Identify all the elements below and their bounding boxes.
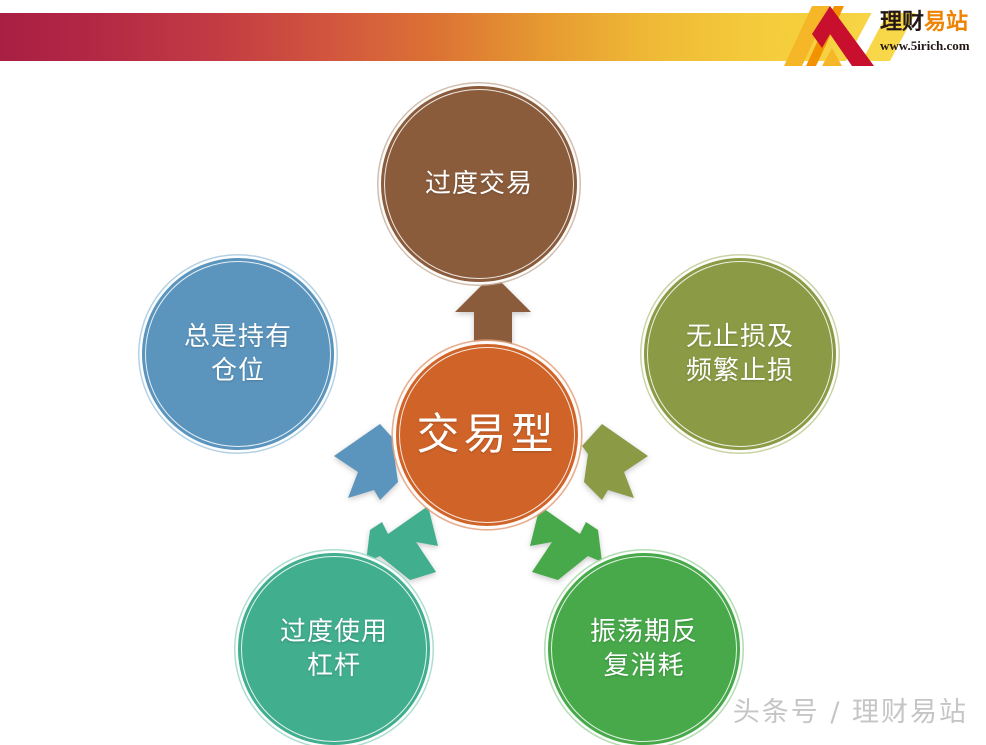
header-band: 理财易站 www.5irich.com [0, 0, 986, 72]
node-bottom-right-label-line1: 振荡期反 [589, 616, 698, 647]
node-center-label: 交易型 [416, 409, 558, 460]
node-left-label: 总是持有 仓位 [178, 320, 298, 389]
node-left-label-line2: 仓位 [210, 356, 265, 386]
node-bottom-right-label-line2: 复消耗 [603, 651, 685, 681]
mountain-a-logo-mark-icon [782, 4, 878, 66]
node-bottom-left-circle[interactable]: 过度使用 杠杆 [238, 553, 430, 745]
node-bottom-left-label: 过度使用 杠杆 [274, 615, 394, 684]
arrow-up-icon [452, 272, 534, 346]
header-gradient-bar [0, 13, 880, 61]
node-right-circle[interactable]: 无止损及 频繁止损 [644, 258, 836, 450]
node-right-label-line2: 频繁止损 [685, 356, 794, 386]
node-left-label-line1: 总是持有 [183, 321, 292, 352]
node-top-circle[interactable]: 过度交易 [381, 86, 577, 282]
node-left-circle[interactable]: 总是持有 仓位 [142, 258, 334, 450]
node-bottom-right-label: 振荡期反 复消耗 [584, 615, 704, 684]
radial-cycle-diagram: 过度交易 总是持有 仓位 无止损及 频繁止损 过度使用 杠杆 振荡期反 复消耗 … [0, 72, 986, 745]
node-top-label: 过度交易 [424, 168, 533, 199]
node-bottom-left-label-line1: 过度使用 [279, 616, 388, 647]
logo-brand-part2: 易站 [924, 10, 969, 35]
node-right-label-line1: 无止损及 [685, 321, 794, 352]
arrow-right-icon [578, 420, 652, 502]
arrow-left-icon [330, 420, 404, 502]
logo-url: www.5irich.com [880, 38, 970, 53]
arrow-down-left-icon [362, 500, 446, 584]
arrow-down-right-icon [522, 500, 606, 584]
site-logo[interactable]: 理财易站 www.5irich.com [782, 0, 986, 72]
watermark-text: 头条号 / 理财易站 [732, 697, 968, 728]
node-bottom-right-circle[interactable]: 振荡期反 复消耗 [548, 553, 740, 745]
logo-brand-part1: 理财 [880, 10, 925, 35]
logo-text-block: 理财易站 www.5irich.com [880, 10, 984, 54]
logo-brand-name: 理财易站 [880, 10, 984, 36]
node-bottom-left-label-line2: 杠杆 [306, 651, 361, 681]
node-right-label: 无止损及 频繁止损 [680, 320, 800, 389]
node-center-circle[interactable]: 交易型 [396, 344, 578, 526]
